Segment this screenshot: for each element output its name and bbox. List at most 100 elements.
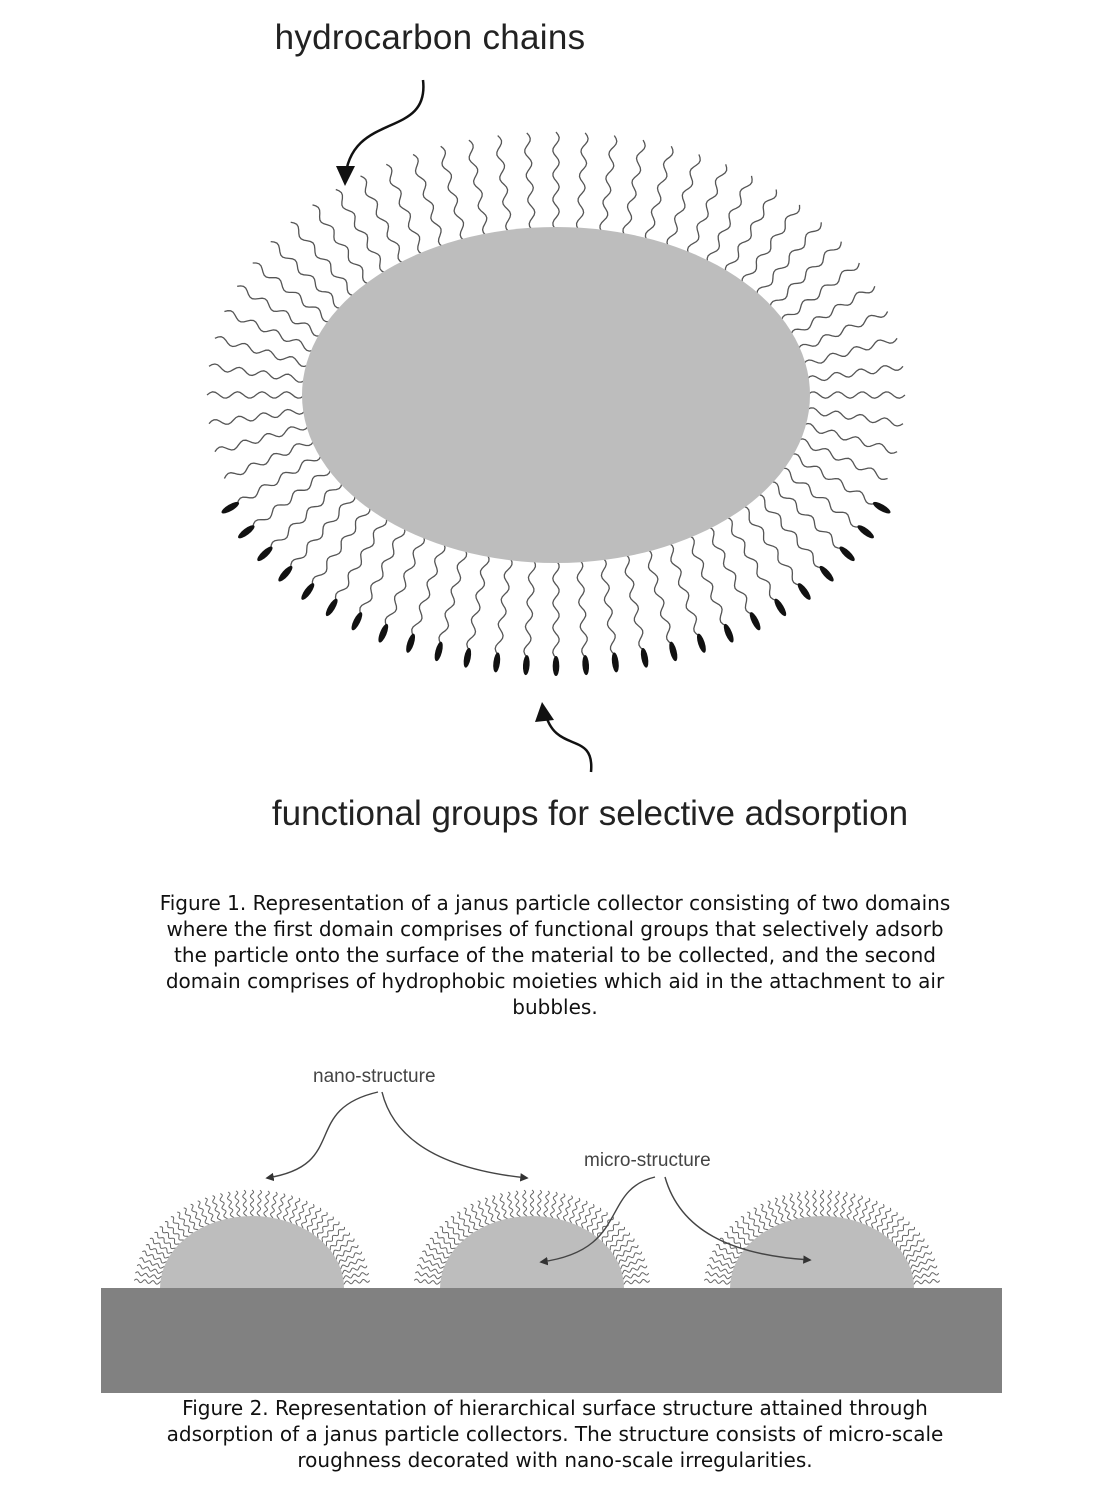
- nano-chain: [813, 1190, 817, 1219]
- hydrocarbon-chain: [313, 205, 378, 294]
- nano-chain: [414, 1279, 443, 1284]
- hydrocarbon-chain: [702, 516, 752, 615]
- functional-group-head: [722, 623, 736, 644]
- hydrocarbon-chain: [412, 531, 448, 636]
- substrate: [101, 1288, 1002, 1393]
- nano-chain: [464, 1208, 479, 1233]
- nano-chain: [704, 1279, 733, 1284]
- nano-chain: [853, 1196, 862, 1224]
- hydrocarbon-chain: [719, 190, 776, 284]
- hydrocarbon-chain: [525, 133, 537, 243]
- nano-chain: [485, 1198, 496, 1225]
- hydrocarbon-chain: [791, 338, 897, 370]
- nano-chain: [137, 1265, 165, 1274]
- nano-chain: [820, 1190, 823, 1219]
- nano-chain: [909, 1266, 937, 1275]
- hydrocarbon-chain: [291, 485, 364, 568]
- hydrocarbon-chain: [644, 146, 673, 253]
- functional-group-head: [349, 611, 364, 632]
- hydrocarbon-chain: [553, 548, 559, 658]
- hydrocarbon-chain: [794, 366, 903, 384]
- hydrocarbon-chain: [576, 547, 588, 657]
- hydrocarbon-chains-label: hydrocarbon chains: [0, 18, 860, 58]
- hydrocarbon-chain: [237, 286, 332, 342]
- nano-chain: [827, 1190, 831, 1219]
- nano-chain: [621, 1280, 650, 1285]
- hydrocarbon-chain: [719, 506, 776, 600]
- hydrocarbon-chain: [253, 263, 341, 329]
- nano-chain: [333, 1245, 358, 1260]
- arrowhead-functional: [535, 702, 554, 722]
- nano-chain: [575, 1201, 587, 1228]
- hydrocarbon-chain: [467, 542, 490, 650]
- functional-group-head: [772, 597, 788, 618]
- nano-chain: [295, 1201, 307, 1228]
- functional-group-head: [818, 564, 836, 583]
- nano-chain: [417, 1265, 445, 1274]
- nano-chain: [220, 1194, 228, 1222]
- nano-chain: [544, 1191, 549, 1220]
- hydrocarbon-chain: [771, 461, 859, 527]
- nano-chain: [616, 1252, 642, 1265]
- nano-chain: [271, 1192, 278, 1221]
- nano-chain: [707, 1265, 735, 1274]
- nano-chain: [235, 1191, 241, 1220]
- hydrocarbon-chain: [360, 516, 410, 615]
- nano-chain: [834, 1191, 839, 1220]
- nano-chain: [264, 1191, 269, 1220]
- figure-2-caption: Figure 2. Representation of hierarchical…: [90, 1395, 1020, 1473]
- hydrocarbon-chain: [524, 547, 536, 657]
- nano-chain: [569, 1198, 580, 1225]
- hydrocarbon-chain: [209, 406, 318, 424]
- nano-chain: [906, 1252, 932, 1265]
- functional-group-head: [433, 641, 444, 662]
- nano-chain: [551, 1192, 558, 1221]
- functional-group-head: [553, 656, 560, 676]
- functional-group-head: [255, 545, 274, 563]
- nano-chain: [865, 1201, 877, 1228]
- functional-group-head: [748, 611, 763, 632]
- arrowhead-hydrocarbon: [336, 166, 355, 186]
- hydrocarbon-chain: [361, 176, 411, 275]
- nano-chain: [340, 1273, 369, 1280]
- hydrocarbon-chain: [439, 537, 468, 644]
- nano-chain: [619, 1266, 647, 1275]
- functional-groups-label: functional groups for selective adsorpti…: [250, 790, 930, 837]
- nano-chain: [903, 1245, 928, 1260]
- functional-group-head: [582, 655, 590, 675]
- nano-chain: [911, 1280, 940, 1285]
- hydrocarbon-chain: [207, 392, 317, 398]
- nano-chain: [620, 1273, 649, 1280]
- nano-chain: [177, 1212, 194, 1236]
- hydrocarbon-chain: [761, 473, 841, 548]
- hydrocarbon-chain: [577, 133, 589, 243]
- hydrocarbon-chain: [336, 190, 393, 284]
- hydrocarbon-chain: [600, 136, 617, 245]
- hydrocarbon-chain: [684, 164, 727, 266]
- hydrocarbon-chain: [621, 542, 644, 650]
- nano-chain: [205, 1198, 216, 1225]
- functional-group-head: [404, 633, 417, 654]
- hydrocarbon-chain: [780, 448, 875, 504]
- hydrocarbon-chain: [441, 146, 470, 253]
- hydrocarbon-chain: [209, 364, 318, 382]
- hydrocarbon-chain: [385, 524, 428, 626]
- nano-chain: [471, 1204, 485, 1230]
- nano-chain: [243, 1190, 247, 1219]
- nano-chain: [775, 1198, 786, 1225]
- hydrocarbon-chain: [702, 176, 752, 275]
- hydrocarbon-chain: [735, 496, 800, 585]
- nano-chain: [134, 1279, 163, 1284]
- nano-chain: [508, 1192, 515, 1221]
- hydrocarbon-chain: [215, 337, 321, 369]
- hydrocarbon-chain: [771, 263, 859, 329]
- functional-group-head: [236, 523, 256, 540]
- nano-structure-label: nano-structure: [313, 1066, 436, 1088]
- hydrocarbon-chain: [215, 420, 321, 452]
- nano-chain: [761, 1204, 775, 1230]
- janus-particle-core: [302, 227, 810, 563]
- nano-chain: [283, 1196, 292, 1224]
- functional-group-head: [668, 641, 679, 662]
- hydrocarbon-chain: [224, 311, 325, 355]
- functional-group-head: [299, 581, 316, 601]
